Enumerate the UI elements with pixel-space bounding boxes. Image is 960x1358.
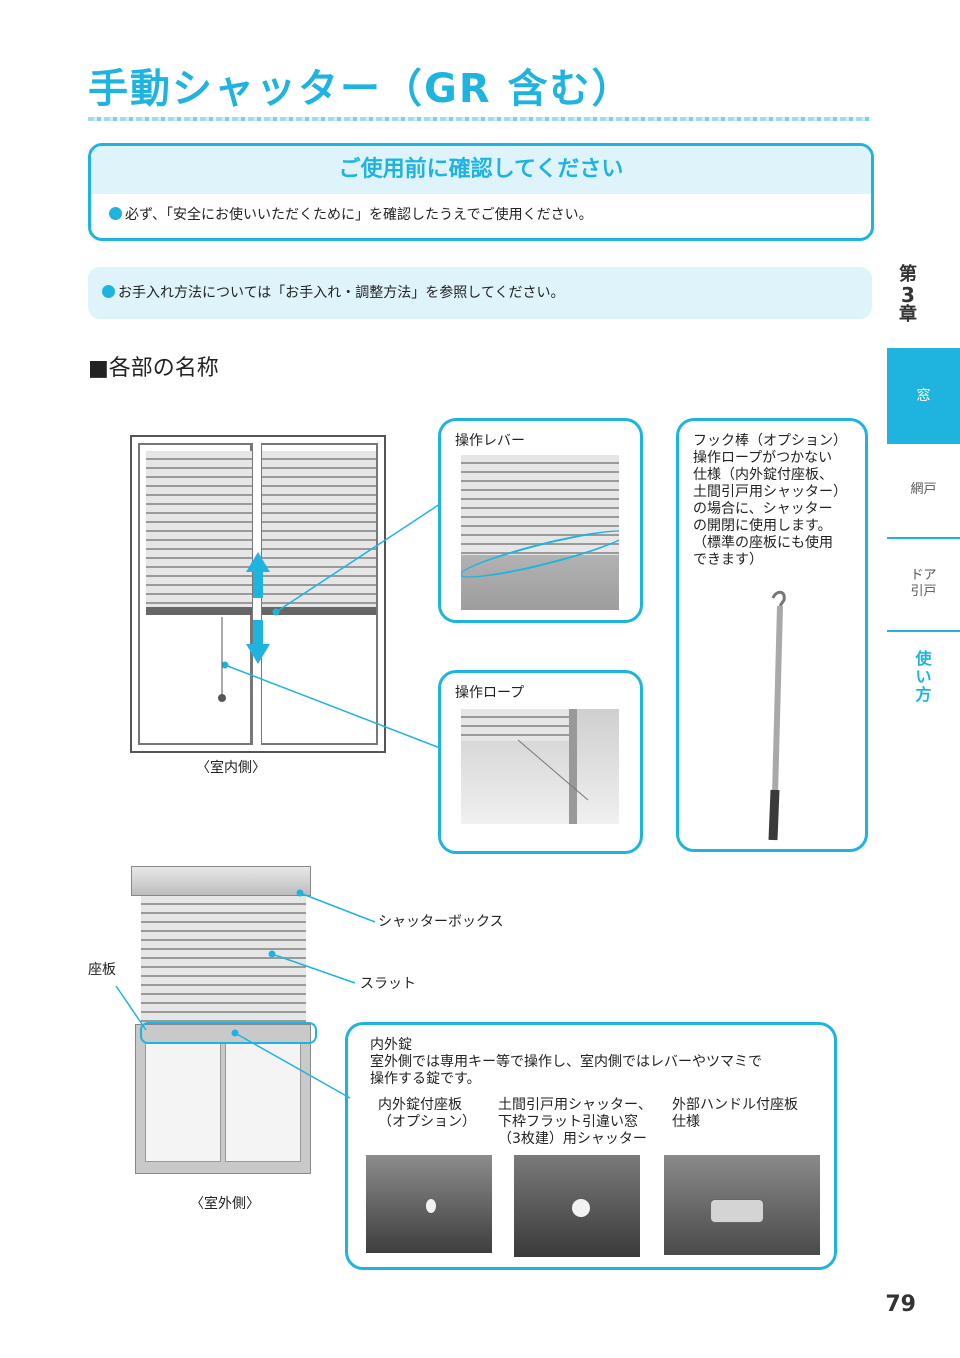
lever-label: 操作レバー [455, 433, 525, 449]
rope-line [218, 617, 589, 801]
seat-board-highlight [140, 1022, 317, 1044]
exterior-window-diagram [131, 866, 317, 1176]
rope-label: 操作ロープ [455, 685, 525, 701]
tab-screen[interactable]: 網戸 [910, 482, 937, 497]
lock-photo-sliding [514, 1155, 640, 1257]
bullet-icon [109, 207, 122, 220]
tab-divider [887, 630, 960, 632]
lock-callout: 内外錠 室外側では専用キー等で操作し、室内側ではレバーやツマミで 操作する錠です… [345, 1022, 837, 1270]
slat-label: スラット [360, 976, 416, 992]
rope-photo [461, 709, 619, 824]
hook-stick-callout: フック棒（オプション） 操作ロープがつかない 仕様（内外錠付座板、 土間引戸用シ… [676, 418, 868, 852]
lock-photo-option [366, 1155, 492, 1253]
rope-callout: 操作ロープ [438, 670, 643, 854]
care-note: お手入れ方法については「お手入れ・調整方法」を参照してください。 [88, 267, 872, 319]
lever-callout: 操作レバー [438, 418, 643, 623]
hook-stick-icon [768, 590, 786, 841]
section-title: ■各部の名称 [88, 356, 219, 381]
lever-photo [461, 455, 619, 610]
open-close-arrow-icon [246, 552, 270, 664]
tab-usage[interactable]: 使 い 方 [915, 649, 932, 704]
exterior-caption: 〈室外側〉 [190, 1196, 260, 1212]
tab-door[interactable]: ドア 引戸 [910, 568, 937, 599]
tab-divider [887, 537, 960, 539]
tab-window[interactable]: 窓 [887, 348, 960, 444]
hook-title: フック棒（オプション） [693, 433, 847, 449]
lock-title: 内外錠 [370, 1037, 412, 1053]
page-number: 79 [885, 1292, 916, 1317]
notice-body: 必ず、「安全にお使いいただくために」を確認したうえでご使用ください。 [91, 194, 871, 236]
page-title: 手動シャッター（GR 含む） [88, 66, 634, 112]
pre-use-notice: ご使用前に確認してください 必ず、「安全にお使いいただくために」を確認したうえで… [88, 143, 874, 241]
chapter-label: 第 3 章 [899, 264, 917, 325]
shutter-box-label: シャッターボックス [378, 914, 504, 930]
interior-caption: 〈室内側〉 [196, 760, 266, 776]
title-underline [88, 117, 872, 121]
lock-photo-handle [664, 1155, 820, 1255]
bullet-icon [102, 285, 115, 298]
notice-heading: ご使用前に確認してください [91, 146, 871, 194]
seat-board-label: 座板 [88, 962, 116, 978]
